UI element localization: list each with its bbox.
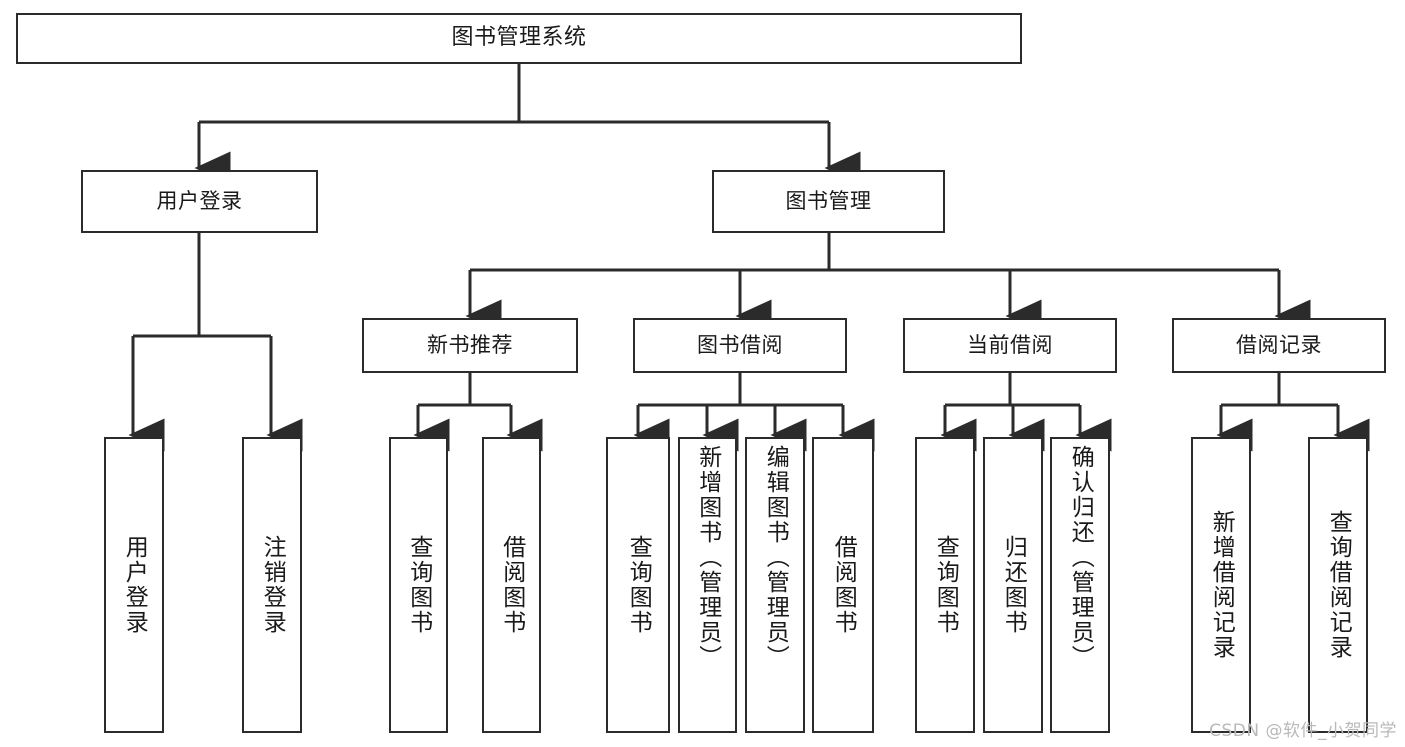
node-label: 图书借阅 xyxy=(697,332,783,357)
node-label: 注销登录 xyxy=(259,535,286,635)
leaf-search-book-current[interactable]: 查询图书 xyxy=(915,437,975,733)
node-label: 用户登录 xyxy=(156,188,243,213)
node-label: 用户登录 xyxy=(121,535,148,635)
node-label: 借阅图书 xyxy=(830,535,857,635)
node-current-borrow[interactable]: 当前借阅 xyxy=(903,318,1117,373)
node-label: 查询图书 xyxy=(932,535,959,635)
leaf-borrow-book[interactable]: 借阅图书 xyxy=(812,437,874,733)
node-label: 归还图书 xyxy=(1000,535,1027,635)
node-label: 新增借阅记录 xyxy=(1208,510,1235,660)
node-label: 查询图书 xyxy=(405,535,432,635)
node-user-login[interactable]: 用户登录 xyxy=(81,170,318,233)
node-borrow-record[interactable]: 借阅记录 xyxy=(1172,318,1386,373)
leaf-add-borrow-record[interactable]: 新增借阅记录 xyxy=(1191,437,1251,733)
leaf-return-book[interactable]: 归还图书 xyxy=(983,437,1043,733)
leaf-search-borrow-record[interactable]: 查询借阅记录 xyxy=(1308,437,1368,733)
leaf-add-book-admin[interactable]: 新增图书（管理员） xyxy=(678,437,737,733)
csdn-watermark: CSDN @软件_小贺同学 xyxy=(1209,721,1397,741)
node-root-system[interactable]: 图书管理系统 xyxy=(16,13,1022,64)
leaf-edit-book-admin[interactable]: 编辑图书（管理员） xyxy=(745,437,805,733)
node-book-borrow[interactable]: 图书借阅 xyxy=(633,318,847,373)
node-label: 借阅记录 xyxy=(1236,332,1322,357)
node-label: 编辑图书（管理员） xyxy=(762,445,789,670)
leaf-logout[interactable]: 注销登录 xyxy=(242,437,302,733)
node-label: 借阅图书 xyxy=(498,535,525,635)
node-label: 查询图书 xyxy=(625,535,652,635)
leaf-user-login[interactable]: 用户登录 xyxy=(104,437,164,733)
node-new-book-recommend[interactable]: 新书推荐 xyxy=(362,318,578,373)
node-label: 当前借阅 xyxy=(967,332,1053,357)
node-label: 确认归还（管理员） xyxy=(1067,445,1094,670)
node-book-management[interactable]: 图书管理 xyxy=(712,170,945,233)
node-label: 新增图书（管理员） xyxy=(694,445,721,670)
leaf-borrow-book-new[interactable]: 借阅图书 xyxy=(482,437,541,733)
leaf-search-book-borrow[interactable]: 查询图书 xyxy=(606,437,670,733)
leaf-search-book-new[interactable]: 查询图书 xyxy=(389,437,448,733)
node-label: 新书推荐 xyxy=(427,332,513,357)
node-label: 图书管理 xyxy=(785,188,872,213)
node-label: 图书管理系统 xyxy=(451,25,587,51)
node-label: 查询借阅记录 xyxy=(1325,510,1352,660)
leaf-confirm-return-admin[interactable]: 确认归还（管理员） xyxy=(1050,437,1110,733)
